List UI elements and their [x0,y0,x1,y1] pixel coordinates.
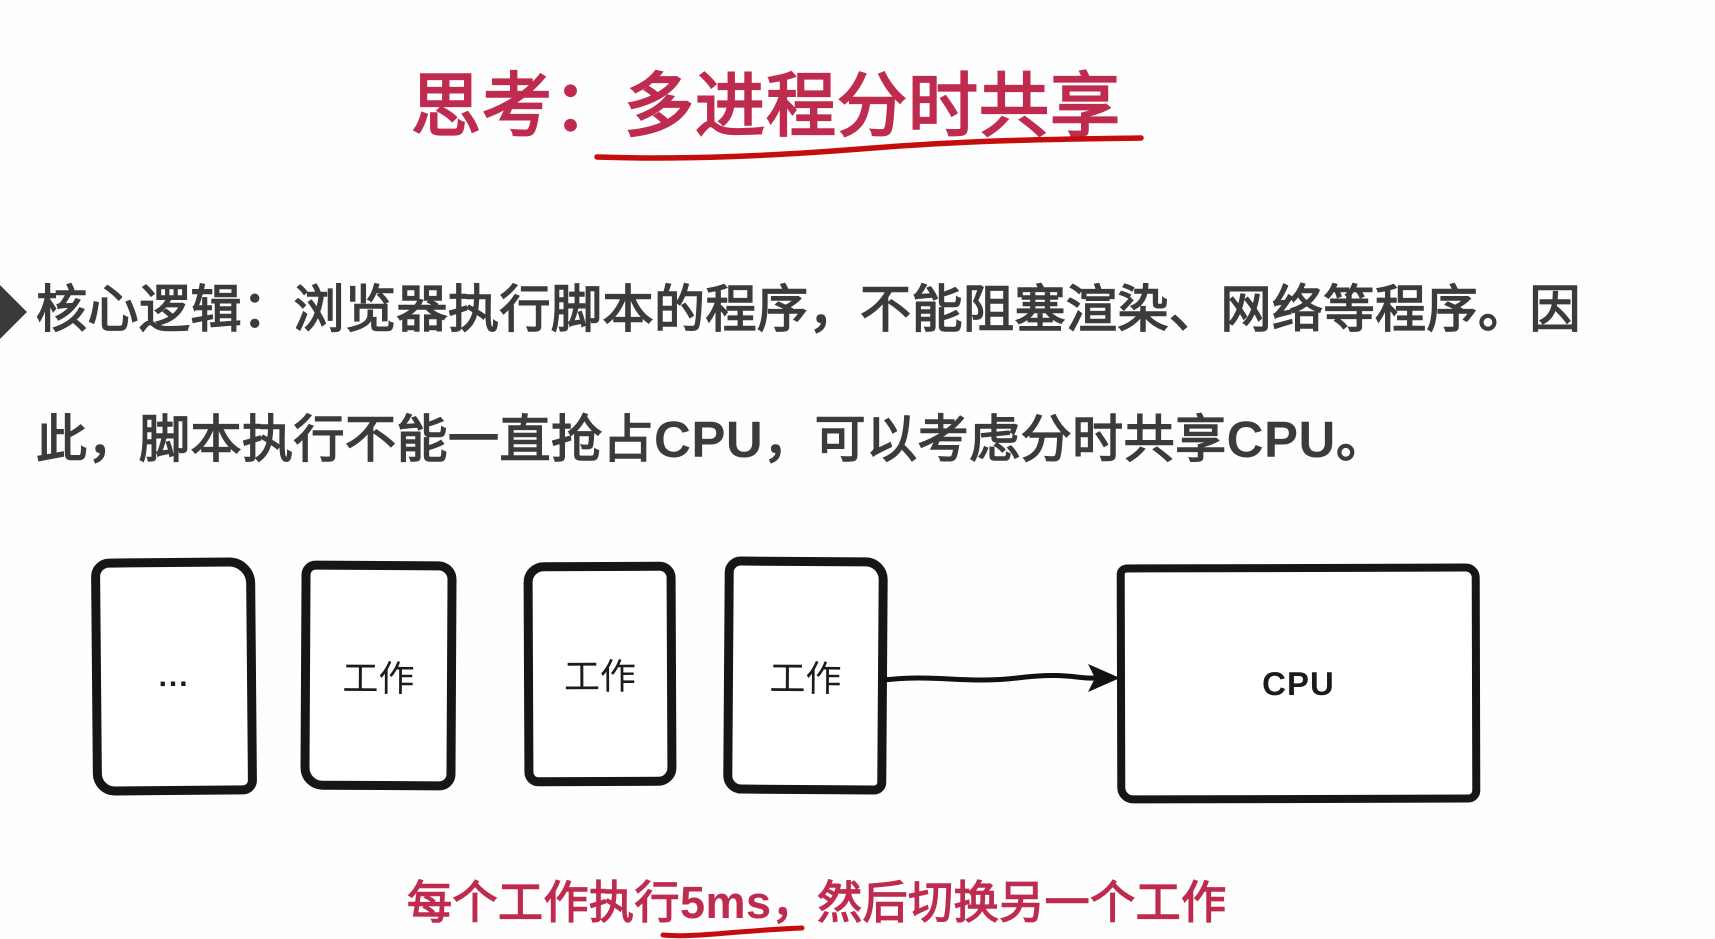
page-title: 思考：多进程分时共享 [411,67,1121,145]
caption-text: 每个工作执行5ms，然后切换另一个工作 [407,877,1227,928]
task-box-label: 工作 [563,655,637,698]
task-box-3: 工作 [723,556,888,795]
cpu-box-label: CPU [1262,664,1335,702]
title-underline-stroke [594,135,1144,161]
task-box-2: 工作 [523,561,677,787]
flow-arrow-icon [882,664,1120,692]
caption-underline-stroke [660,925,805,939]
paragraph-line-1: 核心逻辑：浏览器执行脚本的程序，不能阻塞渲染、网络等程序。因 [36,281,1582,338]
task-box-label: 工作 [769,657,842,699]
task-box-ellipsis: ... [90,557,258,796]
task-box-label: 工作 [342,657,415,699]
bullet-arrow-icon [0,281,27,343]
cpu-box: CPU [1116,563,1481,804]
task-box-1: 工作 [300,560,457,791]
paragraph-line-2: 此，脚本执行不能一直抢占CPU，可以考虑分时共享CPU。 [36,411,1388,468]
task-box-label: ... [158,659,190,693]
